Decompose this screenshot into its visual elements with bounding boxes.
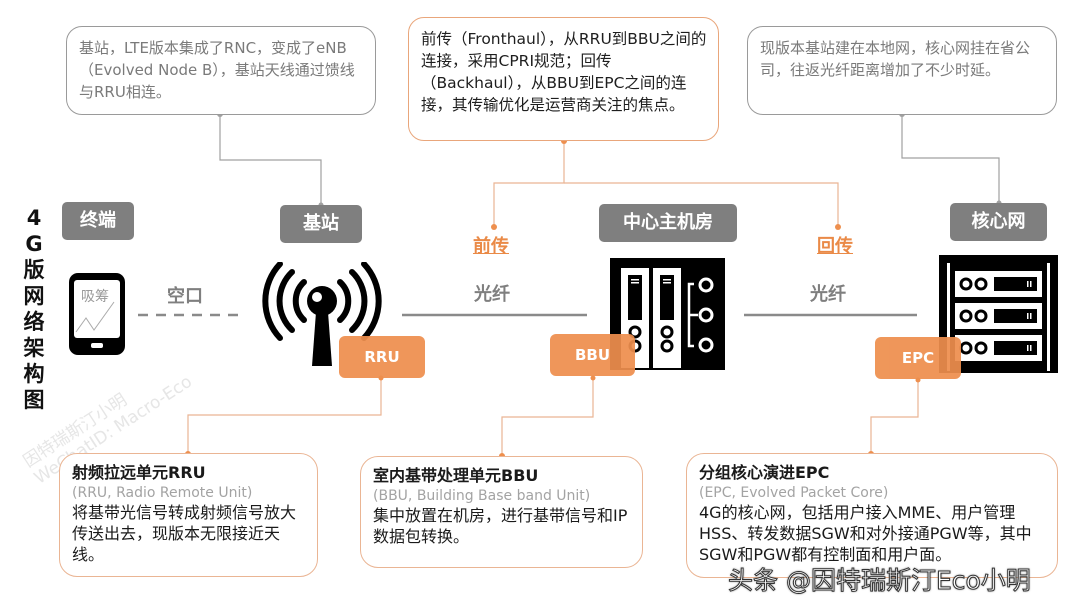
title-char: 4 [26, 206, 42, 230]
rru-tag: RRU [339, 336, 425, 378]
desc-epc-body: 4G的核心网，包括用户接入MME、用户管理HSS、转发数据SGW和对外接通PGW… [699, 503, 1032, 564]
note-text: 前传（Fronthaul），从RRU到BBU之间的连接，采用CPRI规范；回传（… [421, 30, 707, 114]
title-char: 网 [23, 284, 45, 308]
fiber-label-1: 光纤 [474, 284, 510, 305]
title-char: 版 [23, 258, 45, 282]
backhaul-label: 回传 [817, 236, 853, 257]
desc-bbu-body: 集中放置在机房，进行基带信号和IP数据包转换。 [373, 506, 628, 546]
node-terminal-tag: 终端 [62, 202, 134, 240]
note-base-station: 基站，LTE版本集成了RNC，变成了eNB（Evolved Node B），基站… [66, 26, 376, 115]
node-core-network-tag: 核心网 [950, 203, 1047, 241]
desc-bbu: 室内基带处理单元BBU (BBU, Building Base band Uni… [360, 456, 643, 568]
epc-tag: EPC [875, 337, 961, 379]
node-base-station-tag: 基站 [280, 205, 362, 243]
title-char: 架 [23, 336, 45, 360]
desc-rru-body: 将基带光信号转成射频信号放大传送出去，现版本无限接近天线。 [72, 503, 297, 564]
bbu-tag: BBU [550, 334, 635, 376]
note-text: 现版本基站建在本地网，核心网挂在省公司，往返光纤距离增加了不少时延。 [760, 39, 1031, 79]
title-char: G [25, 232, 43, 256]
note-text: 基站，LTE版本集成了RNC，变成了eNB（Evolved Node B），基站… [79, 39, 355, 101]
fronthaul-label: 前传 [473, 236, 509, 257]
antenna-icon [262, 261, 382, 366]
desc-rru-title: 射频拉远单元RRU [72, 463, 206, 482]
desc-rru-subtitle: (RRU, Radio Remote Unit) [72, 485, 253, 501]
desc-bbu-title: 室内基带处理单元BBU [373, 466, 539, 485]
footer-watermark: 头条 @因特瑞斯汀Eco小明 [728, 566, 1032, 596]
phone-icon: 吸筹 [68, 272, 126, 356]
desc-epc: 分组核心演进EPC (EPC, Evolved Packet Core) 4G的… [686, 453, 1058, 578]
epc-rack-icon [939, 255, 1058, 373]
desc-rru: 射频拉远单元RRU (RRU, Radio Remote Unit) 将基带光信… [59, 453, 318, 577]
title-char: 络 [23, 310, 45, 334]
note-core-network: 现版本基站建在本地网，核心网挂在省公司，往返光纤距离增加了不少时延。 [747, 26, 1057, 115]
desc-epc-subtitle: (EPC, Evolved Packet Core) [699, 485, 889, 501]
title-char: 图 [23, 388, 45, 412]
note-transport: 前传（Fronthaul），从RRU到BBU之间的连接，采用CPRI规范；回传（… [408, 17, 719, 141]
desc-bbu-subtitle: (BBU, Building Base band Unit) [373, 488, 591, 504]
diagram-title-vertical: 4 G 版 网 络 架 构 图 [22, 205, 46, 413]
air-interface-label: 空口 [167, 286, 203, 307]
node-central-room-tag: 中心主机房 [599, 204, 737, 242]
fiber-label-2: 光纤 [810, 284, 846, 305]
title-char: 构 [23, 362, 45, 386]
phone-screen-text: 吸筹 [81, 289, 109, 305]
desc-epc-title: 分组核心演进EPC [699, 463, 830, 482]
